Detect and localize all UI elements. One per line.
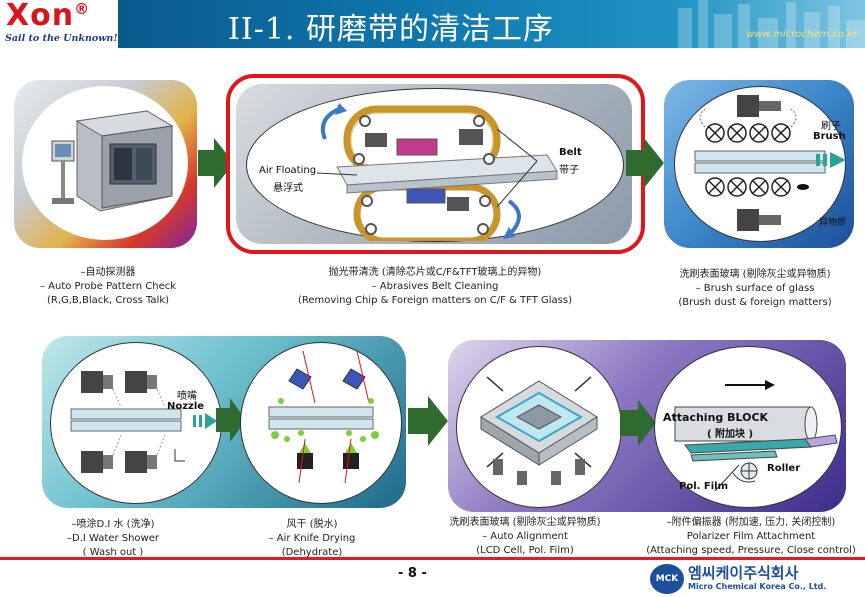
step2-ellipse: Air Floating 悬浮式 Belt 带子	[246, 88, 624, 244]
step5-caption: 风干 (脱水)– Air Knife Drying(Dehydrate)	[268, 519, 356, 558]
header-banner	[118, 0, 865, 48]
probe-machine-illustration	[51, 110, 174, 212]
step5-ellipse	[240, 342, 402, 504]
step1-ellipse	[22, 86, 188, 240]
air-floating-label: Air Floating	[259, 165, 317, 176]
page-number: - 8 -	[398, 566, 427, 581]
company-logo[interactable]: Xon®	[6, 0, 91, 33]
step2-panel: Air Floating 悬浮式 Belt 带子	[236, 84, 632, 244]
flow-arrow-3	[216, 398, 246, 442]
pol-film-label: Pol. Film	[679, 481, 729, 492]
step1-caption: –自动探测器– Auto Probe Pattern Check(R,G,B,B…	[39, 267, 177, 306]
belt-cleaning-illustration	[316, 103, 558, 244]
belt-label: Belt	[559, 147, 582, 158]
brush-label: Brush	[813, 131, 846, 142]
air-knife-illustration	[268, 350, 379, 484]
skyline-graphic	[678, 0, 865, 48]
step6-ellipse	[456, 346, 622, 508]
nozzle-cn-label: 喷嘴	[177, 391, 197, 402]
step7-caption: –附件偏振器 (附加速, 压力, 关闭控制)Polarizer Film Att…	[646, 517, 856, 556]
header-url[interactable]: www.microchem.co.kr	[746, 29, 857, 40]
mck-logo-icon: MCK	[650, 564, 684, 594]
company-name-korean: 엠씨케이주식회사	[688, 564, 799, 582]
step3-panel: 刷子 Brush 异物质	[664, 80, 854, 248]
footer-divider	[0, 557, 865, 560]
company-name-english: Micro Chemical Korea Co., Ltd.	[688, 582, 827, 591]
flow-indicator-icon	[816, 152, 846, 168]
slogan: Sail to the Unknown!	[5, 33, 118, 44]
attaching-block-cn-label: ( 附加块 )	[707, 429, 754, 440]
polarizer-attachment-illustration	[674, 380, 838, 492]
step1-panel	[14, 80, 197, 248]
auto-alignment-illustration	[480, 376, 598, 485]
step3-caption: 洗刷表面玻璃 (剔除灰尘或异物质)– Brush surface of glas…	[678, 269, 832, 308]
flow-arrow-1	[198, 138, 234, 188]
step2-caption: 抛光带清洗 (清除芯片或C/F&TFT玻璃上的异物)– Abrasives Be…	[298, 267, 572, 306]
step6-7-panel: Attaching BLOCK ( 附加块 ) Roller Pol. Film	[448, 340, 846, 512]
step6-caption: 洗刷表面玻璃 (剔除灰尘或异物质)– Auto Alignment(LCD Ce…	[449, 517, 601, 556]
flow-arrow-5	[620, 400, 656, 446]
flow-arrow-2	[626, 138, 664, 188]
foreign-matter-label: 异物质	[819, 218, 847, 228]
air-floating-cn-label: 悬浮式	[273, 183, 303, 194]
nozzle-label: Nozzle	[167, 401, 205, 412]
page-title: II-1. 研磨带的清洁工序	[228, 12, 554, 47]
step4-caption: –喷涂D.I 水 (洗净)–D.I Water Shower( Wash out…	[67, 519, 159, 558]
roller-label: Roller	[767, 463, 801, 474]
belt-cn-label: 带子	[559, 165, 579, 176]
water-shower-illustration	[70, 371, 217, 473]
step4-5-panel: 喷嘴 Nozzle	[42, 336, 406, 508]
attaching-block-label: Attaching BLOCK	[663, 411, 769, 424]
flow-arrow-4	[408, 396, 448, 446]
step7-ellipse: Attaching BLOCK ( 附加块 ) Roller Pol. Film	[654, 346, 842, 508]
logo-area: Xon® Sail to the Unknown!	[0, 0, 118, 48]
step4-ellipse: 喷嘴 Nozzle	[50, 342, 222, 504]
brush-cn-label: 刷子	[821, 121, 841, 132]
header: Xon® Sail to the Unknown! II-1. 研磨带的清洁工序…	[0, 0, 865, 48]
